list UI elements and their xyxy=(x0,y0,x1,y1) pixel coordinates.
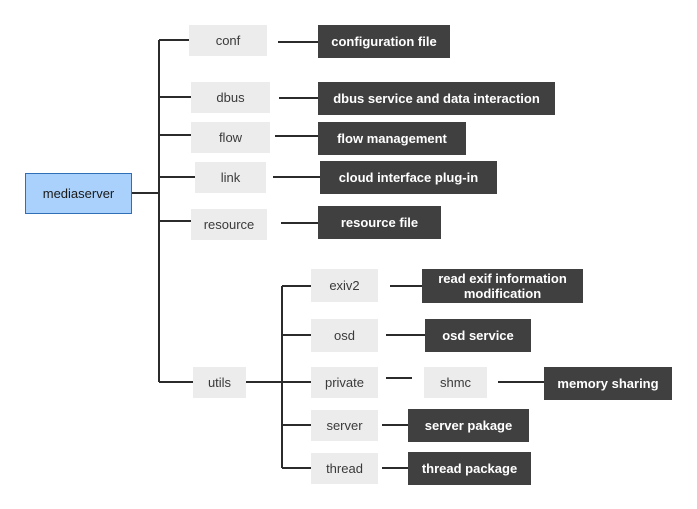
folder-node-utils: utils xyxy=(193,367,246,398)
desc-node-resource: resource file xyxy=(318,206,441,239)
desc-label-shmc: memory sharing xyxy=(557,376,659,391)
folder-label-conf: conf xyxy=(215,33,241,48)
desc-node-server: server pakage xyxy=(408,409,529,442)
desc-label-dbus: dbus service and data interaction xyxy=(333,91,540,106)
root-node-mediaserver: mediaserver xyxy=(25,173,132,214)
desc-node-thread: thread package xyxy=(408,452,531,485)
folder-label-server: server xyxy=(326,418,363,433)
folder-label-shmc: shmc xyxy=(439,375,472,390)
folder-label-exiv2: exiv2 xyxy=(329,278,360,293)
desc-node-osd: osd service xyxy=(425,319,531,352)
folder-label-osd: osd xyxy=(334,328,355,343)
desc-node-dbus: dbus service and data interaction xyxy=(318,82,555,115)
desc-node-exiv2: read exif information modification xyxy=(422,269,583,303)
folder-node-shmc: shmc xyxy=(424,367,487,398)
desc-label-server: server pakage xyxy=(424,418,513,433)
folder-label-utils: utils xyxy=(207,375,232,390)
folder-node-thread: thread xyxy=(311,453,378,484)
root-label: mediaserver xyxy=(42,186,115,201)
folder-node-flow: flow xyxy=(191,122,270,153)
folder-label-link: link xyxy=(220,170,241,185)
folder-node-resource: resource xyxy=(191,209,267,240)
folder-node-server: server xyxy=(311,410,378,441)
folder-label-resource: resource xyxy=(203,217,255,232)
folder-node-dbus: dbus xyxy=(191,82,270,113)
desc-label-exiv2: read exif information modification xyxy=(438,271,567,301)
desc-label-conf: configuration file xyxy=(331,34,437,49)
desc-label-osd: osd service xyxy=(442,328,514,343)
desc-node-conf: configuration file xyxy=(318,25,450,58)
folder-node-osd: osd xyxy=(311,319,378,352)
folder-node-conf: conf xyxy=(189,25,267,56)
folder-node-exiv2: exiv2 xyxy=(311,269,378,302)
desc-node-shmc: memory sharing xyxy=(544,367,672,400)
folder-node-link: link xyxy=(195,162,266,193)
desc-label-flow: flow management xyxy=(337,131,447,146)
desc-label-resource: resource file xyxy=(340,215,419,230)
folder-label-flow: flow xyxy=(218,130,243,145)
folder-label-private: private xyxy=(324,375,365,390)
folder-label-dbus: dbus xyxy=(216,90,245,105)
folder-label-thread: thread xyxy=(326,461,363,476)
desc-node-link: cloud interface plug-in xyxy=(320,161,497,194)
desc-label-link: cloud interface plug-in xyxy=(338,170,479,185)
desc-node-flow: flow management xyxy=(318,122,466,155)
folder-node-private: private xyxy=(311,367,378,398)
desc-label-thread: thread package xyxy=(421,461,518,476)
